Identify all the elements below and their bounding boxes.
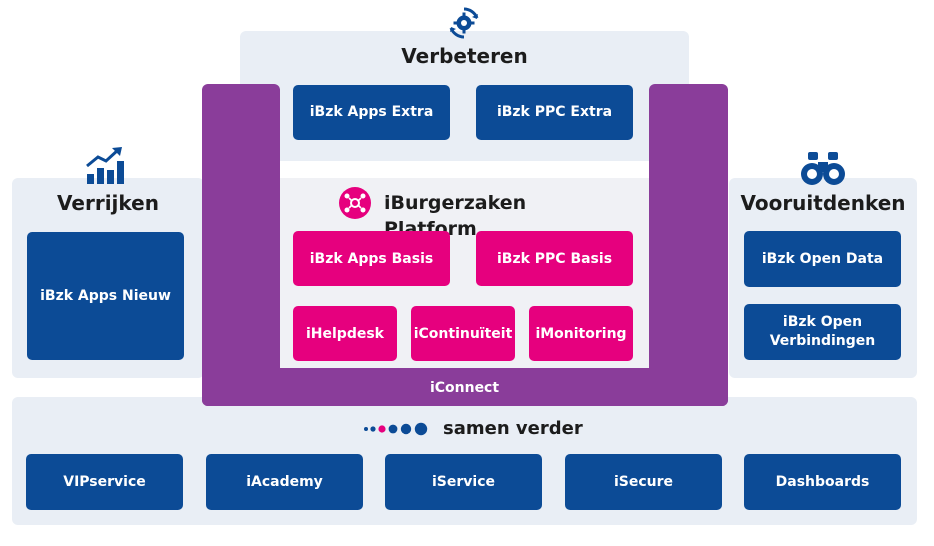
ihelpdesk-box: iHelpdesk (293, 306, 397, 361)
cycle-gear-icon (446, 6, 482, 40)
iconnect-frame-bottom (202, 368, 728, 406)
platform-network-icon (338, 186, 372, 220)
samen-verder-title: samen verder (443, 418, 583, 439)
samen-verder-dots (363, 421, 439, 437)
vooruitdenken-title: Vooruitdenken (740, 191, 906, 215)
imonitoring-box: iMonitoring (529, 306, 633, 361)
iconnect-frame-right (649, 84, 728, 406)
ibzk-open-verbindingen-box: iBzk Open Verbindingen (744, 304, 901, 360)
iacademy-box: iAcademy (206, 454, 363, 510)
ibzk-ppc-basis-box: iBzk PPC Basis (476, 231, 633, 286)
vipservice-box: VIPservice (26, 454, 183, 510)
ibzk-ppc-extra-box: iBzk PPC Extra (476, 85, 633, 140)
growth-chart-icon (84, 146, 126, 186)
iconnect-label: iConnect (429, 380, 500, 396)
iservice-box: iService (385, 454, 542, 510)
iconnect-frame-left (202, 84, 280, 406)
ibzk-apps-basis-box: iBzk Apps Basis (293, 231, 450, 286)
verbeteren-title: Verbeteren (401, 44, 528, 68)
isecure-box: iSecure (565, 454, 722, 510)
binoculars-icon (800, 150, 846, 188)
ibzk-apps-nieuw-box: iBzk Apps Nieuw (27, 232, 184, 360)
ibzk-open-data-box: iBzk Open Data (744, 231, 901, 287)
ibzk-apps-extra-box: iBzk Apps Extra (293, 85, 450, 140)
icontinuiteit-box: iContinuïteit (411, 306, 515, 361)
dashboards-box: Dashboards (744, 454, 901, 510)
platform-title: iBurgerzaken Platform (384, 192, 527, 240)
verrijken-title: Verrijken (57, 191, 159, 215)
